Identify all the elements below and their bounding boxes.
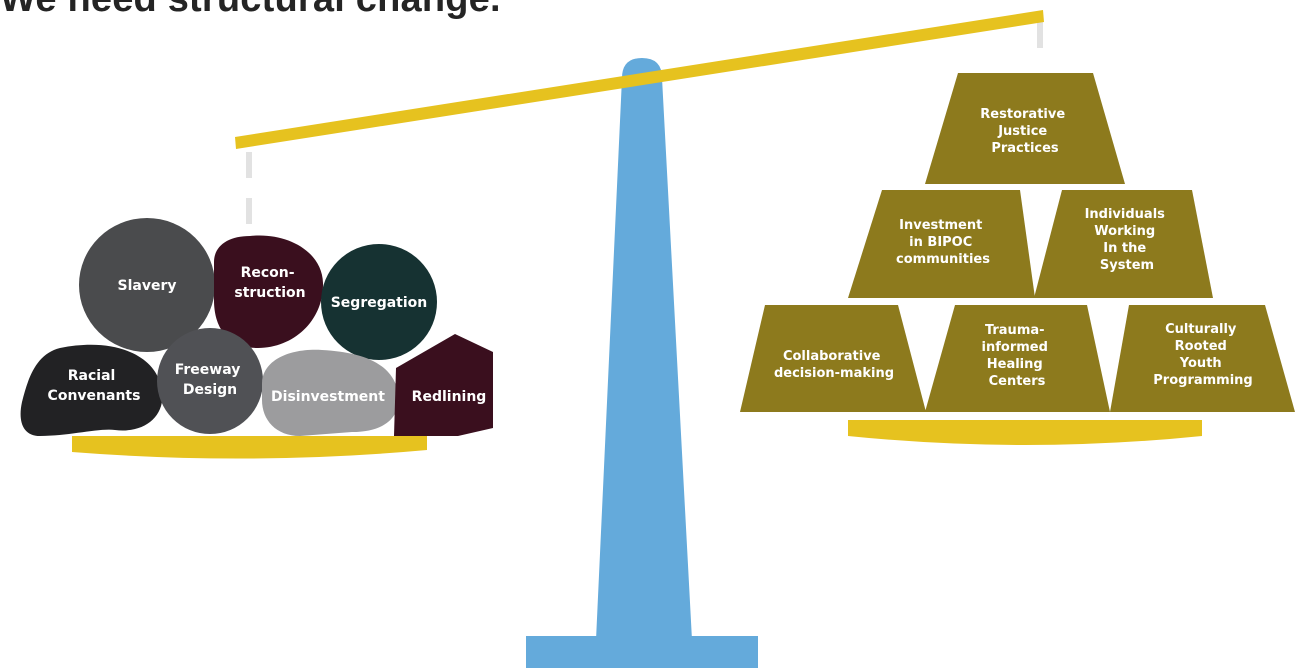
label-trauma-informed: Trauma- informed Healing Centers [982, 323, 1053, 389]
stone-freeway-design [157, 328, 263, 434]
label-collaborative: Collaborative decision-making [774, 349, 894, 381]
label-disinvestment: Disinvestment [271, 389, 385, 405]
scale-base [526, 636, 758, 668]
block-restorative-justice [925, 73, 1125, 184]
label-individuals-working: Individuals Working In the System [1085, 207, 1170, 273]
scale-beam [235, 10, 1044, 149]
right-pan [848, 420, 1202, 445]
stone-racial-convenants [20, 344, 163, 436]
stone-reconstruction [214, 235, 324, 348]
label-slavery: Slavery [118, 278, 177, 294]
label-redlining: Redlining [412, 389, 487, 405]
scale-post [596, 58, 692, 640]
page-title: We need structural change. [0, 0, 501, 21]
block-investment-bipoc [848, 190, 1035, 298]
stone-segregation [321, 244, 437, 360]
label-investment-bipoc: Investment in BIPOC communities [896, 218, 990, 267]
label-racial-convenants: Racial Convenants [48, 368, 141, 404]
label-reconstruction: Recon- struction [234, 265, 305, 301]
left-pan [72, 436, 427, 459]
label-freeway-design: Freeway Design [175, 362, 246, 398]
stone-slavery [79, 218, 215, 352]
label-culturally-rooted: Culturally Rooted Youth Programming [1153, 322, 1252, 388]
block-collaborative [740, 305, 926, 412]
block-trauma-informed [925, 305, 1110, 412]
label-restorative-justice: Restorative Justice Practices [980, 107, 1069, 156]
stone-disinvestment [262, 349, 399, 436]
block-culturally-rooted [1110, 305, 1295, 412]
block-individuals-working [1034, 190, 1213, 298]
stone-redlining [394, 334, 493, 436]
label-segregation: Segregation [331, 295, 428, 311]
